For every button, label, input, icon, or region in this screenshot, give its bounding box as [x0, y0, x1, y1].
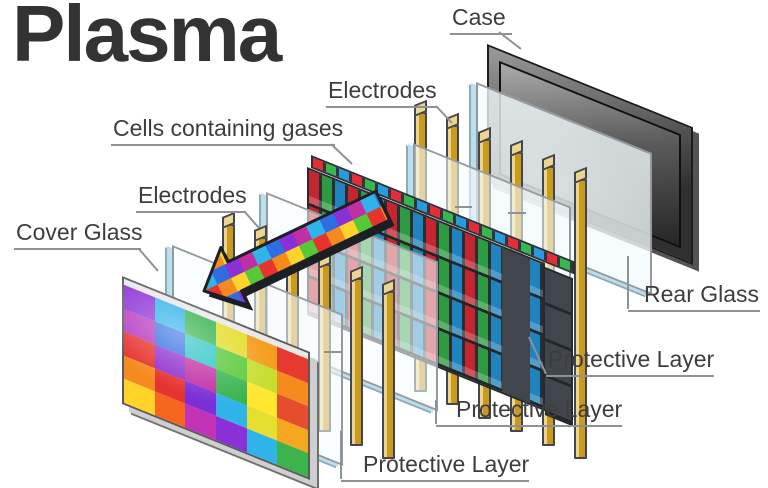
- electrode-bar: [350, 278, 363, 446]
- leader-line: [138, 248, 159, 272]
- label-protective-bottom: Protective Layer: [341, 451, 529, 483]
- label-cells: Cells containing gases: [111, 115, 343, 147]
- electrode-bar: [574, 179, 587, 459]
- label-protective-mid: Protective Layer: [436, 396, 622, 428]
- label-electrodes-left: Electrodes: [136, 182, 247, 214]
- page-title: Plasma: [12, 0, 282, 78]
- label-cover-glass: Cover Glass: [14, 219, 143, 251]
- label-case: Case: [450, 4, 512, 36]
- electrode-bar: [382, 291, 395, 459]
- leader-line: [243, 210, 260, 229]
- label-protective-right: Protective Layer: [546, 346, 714, 378]
- label-rear-glass: Rear Glass: [628, 281, 760, 313]
- leader-line: [330, 143, 353, 165]
- label-electrodes-top: Electrodes: [326, 77, 438, 109]
